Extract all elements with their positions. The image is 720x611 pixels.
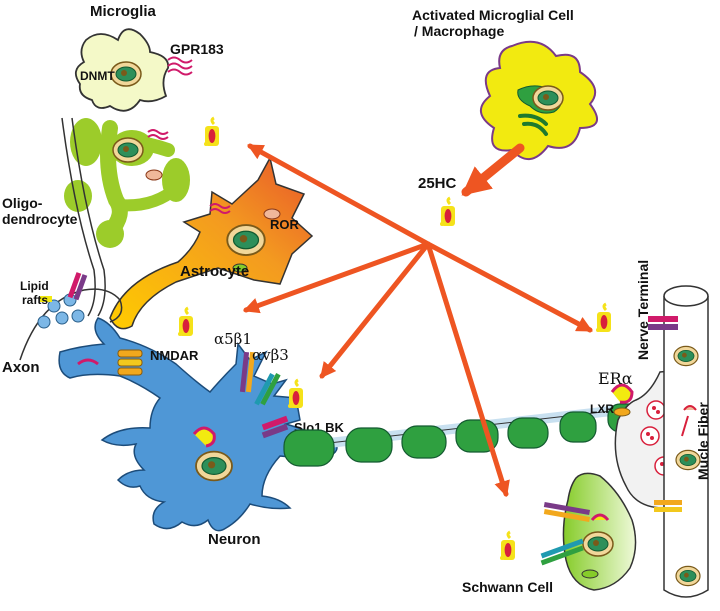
25hc-molecule-icon xyxy=(202,116,221,148)
oligo-organelle-icon xyxy=(145,169,163,181)
muscle-nucleus-3 xyxy=(675,565,701,587)
activated-nucleus xyxy=(532,85,564,111)
nerve-terminal-label: Nerve Terminal xyxy=(635,260,651,360)
astrocyte-vesicle-icon xyxy=(232,263,248,273)
nmdar-receptor-icon xyxy=(117,349,143,376)
gpr183-label: GPR183 xyxy=(170,41,224,57)
astrocyte-gpr183-icon xyxy=(209,203,231,214)
schwann-organelle-icon xyxy=(581,569,599,579)
er-alpha-label: ERα xyxy=(598,369,633,388)
astrocyte-cell xyxy=(109,155,314,330)
25hc-molecule-icon xyxy=(176,306,195,338)
schwann-cell-label: Schwann Cell xyxy=(462,579,553,595)
lipid-rafts-label-line2: rafts xyxy=(22,293,48,307)
arrow-to-nerve-terminal xyxy=(425,241,593,333)
schwann-nucleus xyxy=(582,531,614,557)
axon-line xyxy=(61,117,106,317)
muscle-organelle-icon xyxy=(681,405,697,437)
arrow-to-neuron xyxy=(319,241,431,379)
muscle-receptor-icon xyxy=(648,316,682,512)
slo1-bk-channel-icon xyxy=(261,415,289,439)
neuron-organelle-icon xyxy=(77,358,99,366)
er-alpha-receptor-icon xyxy=(610,383,634,404)
arrow-to-microglia xyxy=(247,143,431,247)
lipid-rafts-label-line1: Lipid xyxy=(20,279,49,293)
microglia-nucleus xyxy=(110,61,142,87)
oligodendrocyte-label-line1: Oligo- xyxy=(2,195,43,211)
a5b1-label: α5β1 xyxy=(214,330,252,348)
oligodendrocyte-cell xyxy=(64,118,190,248)
schwann-integrin-icon xyxy=(540,502,590,566)
lxr-receptor-icon xyxy=(613,407,631,417)
lipid-raft-vesicles-icon xyxy=(37,293,85,329)
schwann-ror-icon xyxy=(590,513,610,521)
activated-microglia-label-line2: / Macrophage xyxy=(414,23,504,39)
oligo-gpr183-icon xyxy=(147,129,169,140)
axon-label: Axon xyxy=(2,359,40,376)
lipid-raft-receptor-icon xyxy=(40,272,88,302)
activated-microglia-label-line1: Activated Microglial Cell xyxy=(412,7,574,23)
25hc-molecule-icon xyxy=(438,196,457,228)
25hc-molecule-icon xyxy=(594,302,613,334)
muscle-fiber xyxy=(663,285,709,598)
25hc-molecule-icon xyxy=(498,530,517,562)
microglia-label: Microglia xyxy=(90,3,157,20)
astrocyte-label: Astrocyte xyxy=(180,263,249,280)
arrow-to-astrocyte-region xyxy=(242,241,431,314)
oligodendrocyte-label-line2: dendrocyte xyxy=(2,211,78,227)
ror-label: ROR xyxy=(270,217,300,232)
gpr183-receptor-icon xyxy=(167,56,193,76)
integrin-a5b1-icon xyxy=(239,351,256,393)
neuron-ror-icon xyxy=(192,426,216,448)
oligodendrocyte-nucleus xyxy=(112,137,144,163)
lxr-label: LXR xyxy=(590,402,614,416)
astrocyte-organelle-icon xyxy=(263,208,281,220)
nmdar-label: NMDAR xyxy=(150,348,199,363)
neuron-nucleus xyxy=(195,450,233,482)
neuron-label: Neuron xyxy=(208,531,261,548)
astrocyte-nucleus xyxy=(226,224,266,256)
dnmt-label: DNMT xyxy=(80,69,115,83)
muscle-fiber-label: Mucle Fiber xyxy=(695,402,711,480)
avb3-label: αvβ3 xyxy=(252,346,289,364)
myelin-sheath-segments xyxy=(283,403,641,467)
arrow-to-schwann xyxy=(425,241,510,498)
integrin-avb3-icon xyxy=(254,373,281,406)
arrow-activated-to-25hc xyxy=(461,143,525,197)
25hc-molecule-icon xyxy=(286,378,305,410)
25hc-label: 25HC xyxy=(418,175,457,192)
secretion-arrows xyxy=(242,143,593,498)
muscle-nucleus-1 xyxy=(673,345,699,367)
